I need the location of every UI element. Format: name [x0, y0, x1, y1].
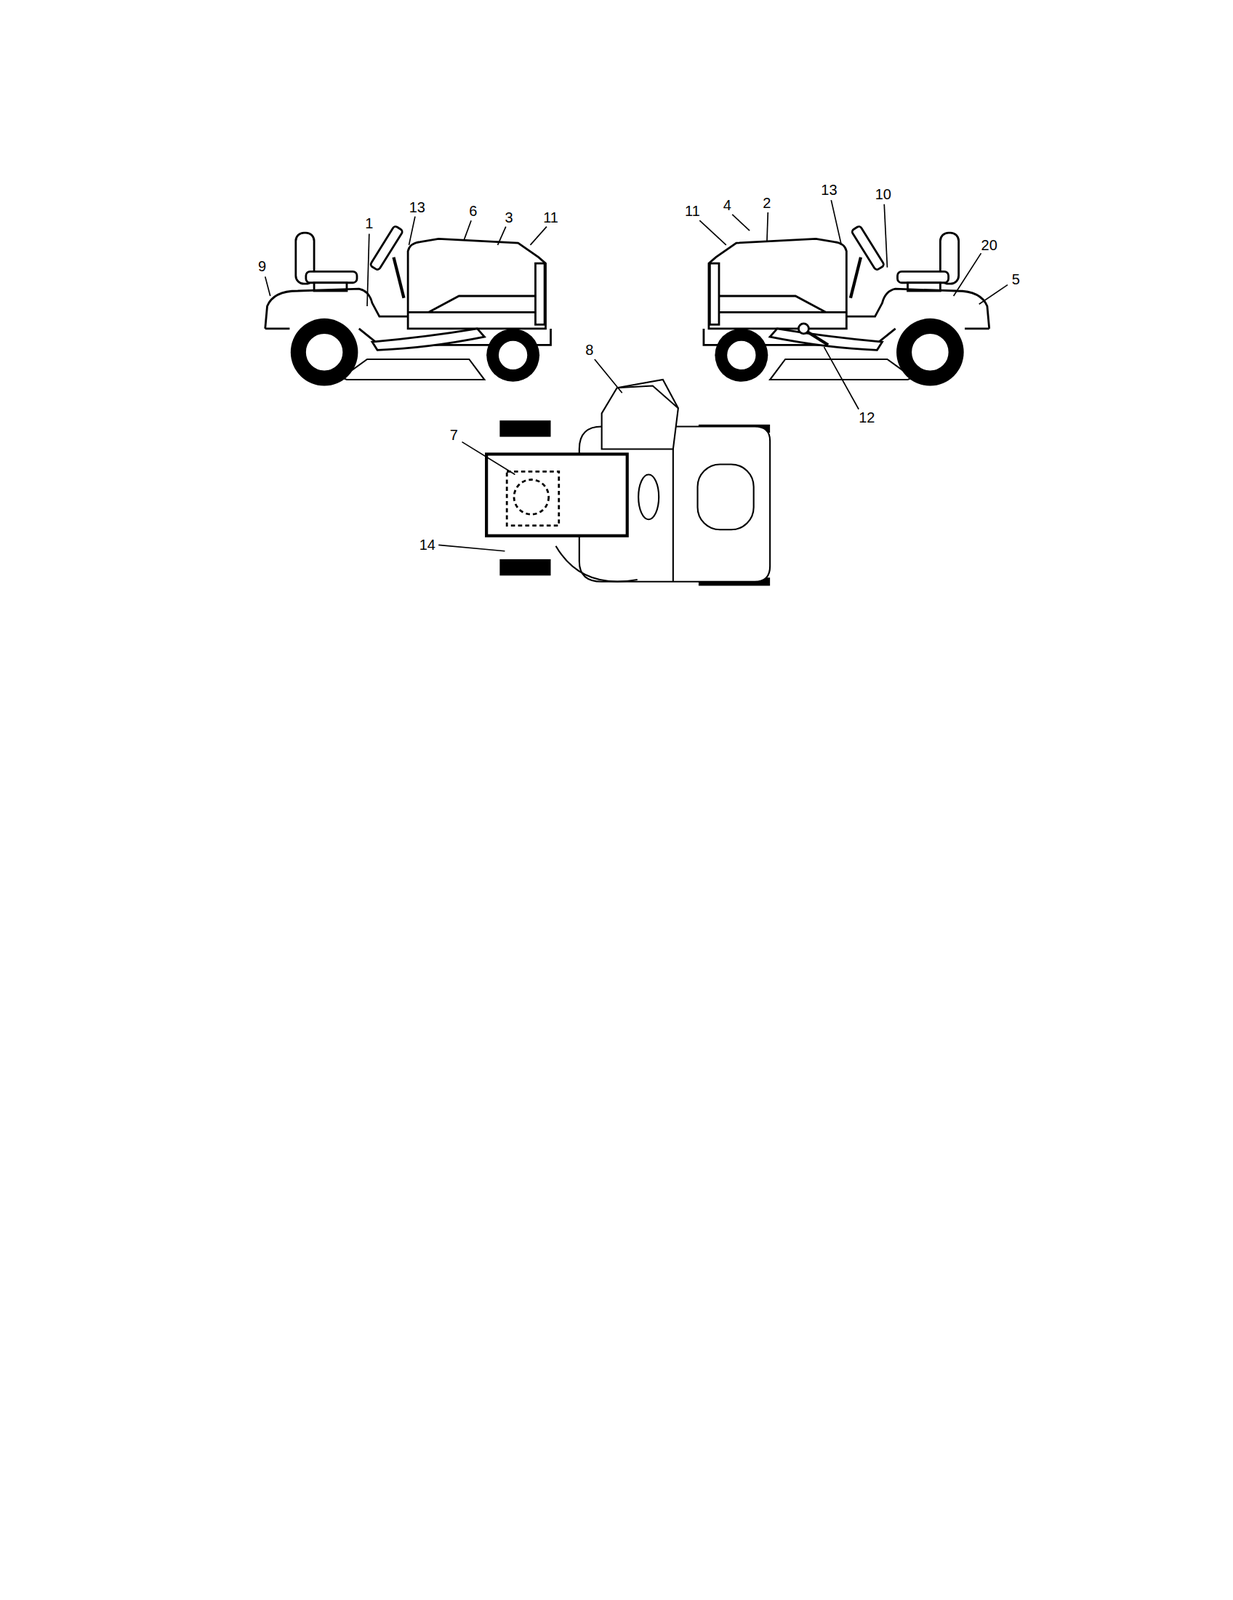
callout-number: 13 — [819, 181, 839, 198]
callout-number: 8 — [583, 341, 595, 358]
callout-number: 11 — [683, 202, 702, 219]
callout-number: 14 — [418, 536, 437, 553]
callout-number: 7 — [448, 426, 460, 443]
callout-number: 5 — [1010, 271, 1022, 288]
callout-number: 11 — [541, 209, 560, 226]
callout-number: 10 — [873, 186, 893, 203]
callout-number: 1 — [363, 215, 375, 232]
callout-number: 4 — [721, 197, 733, 214]
callout-number: 20 — [980, 237, 999, 253]
callout-number: 2 — [761, 194, 773, 211]
callout-number: 13 — [407, 199, 427, 216]
callout-number: 3 — [503, 209, 514, 226]
callout-number: 12 — [857, 409, 877, 426]
callout-number: 9 — [256, 258, 268, 275]
callout-number: 6 — [467, 202, 479, 219]
